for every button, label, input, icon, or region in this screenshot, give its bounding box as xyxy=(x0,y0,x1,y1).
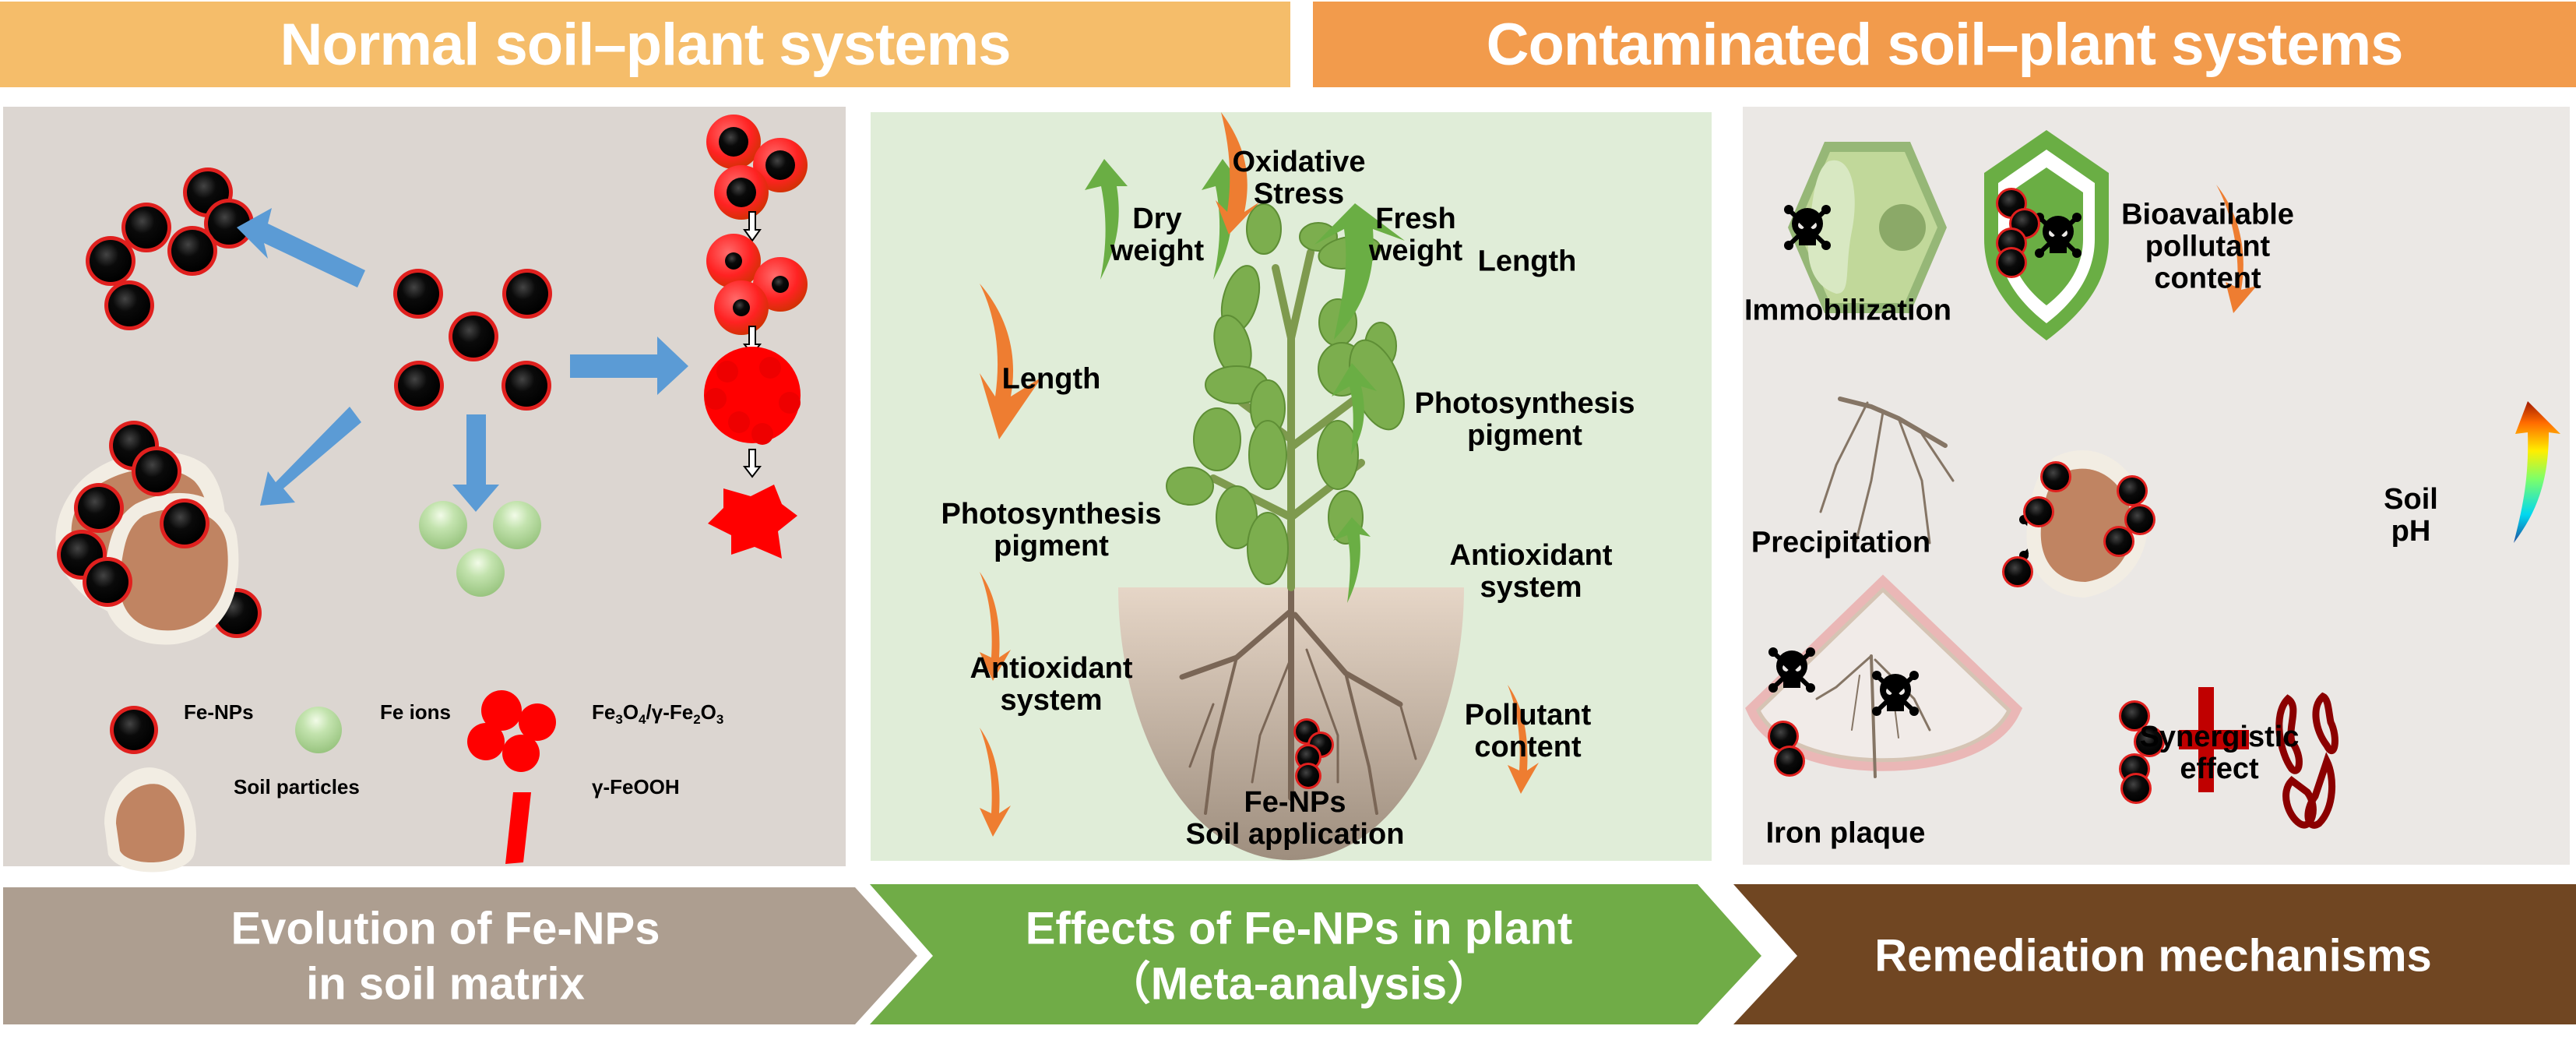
legend-fe-ion-label: Fe ions xyxy=(380,700,452,724)
fe-np-soil-cluster xyxy=(1293,718,1334,789)
label-immobilization: Immobilization xyxy=(1744,294,1951,327)
legend-iron-oxide-label: Fe3O4/γ-Fe2O3 xyxy=(592,700,724,728)
process-arrow-transformation xyxy=(570,337,688,395)
arrow-photosynthesis-increase xyxy=(1332,363,1377,455)
arrow-pollutant-decrease xyxy=(1508,685,1539,794)
soil-particle-aggregate xyxy=(55,421,262,645)
arrow-fresh-weight-increase xyxy=(1202,159,1243,280)
arrow-antioxidant-decrease xyxy=(980,728,1011,837)
chevron-effects xyxy=(870,884,1761,1024)
arrow-photosynthesis-decrease xyxy=(980,572,1011,681)
plant-illustration xyxy=(980,112,1539,860)
banner-contaminated-title: Contaminated soil–plant systems xyxy=(1486,11,2404,78)
banner-normal-title: Normal soil–plant systems xyxy=(280,11,1011,78)
fe-ion-cluster xyxy=(419,501,541,597)
fe-np-aggregate xyxy=(86,167,254,330)
arrow-root-length-decrease xyxy=(980,284,1042,439)
footer-chevrons xyxy=(3,884,2576,1024)
legend-iron-oxide-symbol xyxy=(467,690,556,772)
panel-evolution: Fe-NPs Fe ions Fe3O4/γ-Fe2O3 Soil partic… xyxy=(3,107,846,873)
soil-adsorption-icon xyxy=(2023,449,2155,598)
banner-contaminated-systems: Contaminated soil–plant systems xyxy=(1313,2,2576,87)
plus-icon xyxy=(2179,687,2249,792)
legend-fe-np-label: Fe-NPs xyxy=(184,700,254,724)
legend-fe-np-symbol xyxy=(110,706,158,754)
iron-plaque-icon xyxy=(1745,574,2023,778)
microbe-icon xyxy=(2275,692,2338,829)
label-iron-plaque: Iron plaque xyxy=(1765,816,1926,850)
fe-np-dispersed xyxy=(393,269,552,411)
immobilization-cell-icon xyxy=(1784,142,1947,313)
soil-ph-arrow-icon xyxy=(2514,401,2560,543)
label-root-length: Length xyxy=(1001,362,1101,396)
remediation-illustration xyxy=(1745,130,2560,829)
arrow-oxidative-stress-decrease xyxy=(1216,112,1260,234)
legend-fe-ion-symbol xyxy=(295,707,342,753)
label-shoot-length: Length xyxy=(1477,245,1577,278)
root-system xyxy=(1179,584,1417,815)
arrow-bioavailable-decrease xyxy=(2216,185,2257,313)
increase-arrows xyxy=(1085,159,1405,603)
evolution-illustration xyxy=(55,115,808,873)
legend-lepidocrocite-symbol xyxy=(505,792,531,864)
footer-remediation-label: Remediation mechanisms xyxy=(1874,930,2432,982)
chevron-evolution xyxy=(3,887,917,1024)
footer-effects-label: Effects of Fe-NPs in plant（Meta-analysis… xyxy=(1025,903,1573,1009)
shield-icon xyxy=(1984,130,2109,340)
arrow-antioxidant-increase xyxy=(1333,517,1371,603)
arrow-length-increase xyxy=(1314,203,1405,340)
decrease-arrows xyxy=(980,112,1539,837)
process-arrow-aggregation xyxy=(237,208,365,287)
precipitation-root-icon xyxy=(1819,397,1955,545)
label-precipitation: Precipitation xyxy=(1751,526,1931,559)
banner-normal-systems: Normal soil–plant systems xyxy=(0,2,1290,87)
legend-soil-particle-symbol xyxy=(104,767,196,873)
arrow-dry-weight-increase xyxy=(1085,159,1128,280)
process-arrow-dissolution xyxy=(452,414,499,512)
process-arrow-adsorption xyxy=(260,407,361,506)
legend-lepidocrocite-label: γ-FeOOH xyxy=(592,775,680,799)
transformation-sequence xyxy=(704,115,808,559)
legend-soil-particle-label: Soil particles xyxy=(234,775,360,799)
chevron-remediation xyxy=(1733,884,2576,1024)
